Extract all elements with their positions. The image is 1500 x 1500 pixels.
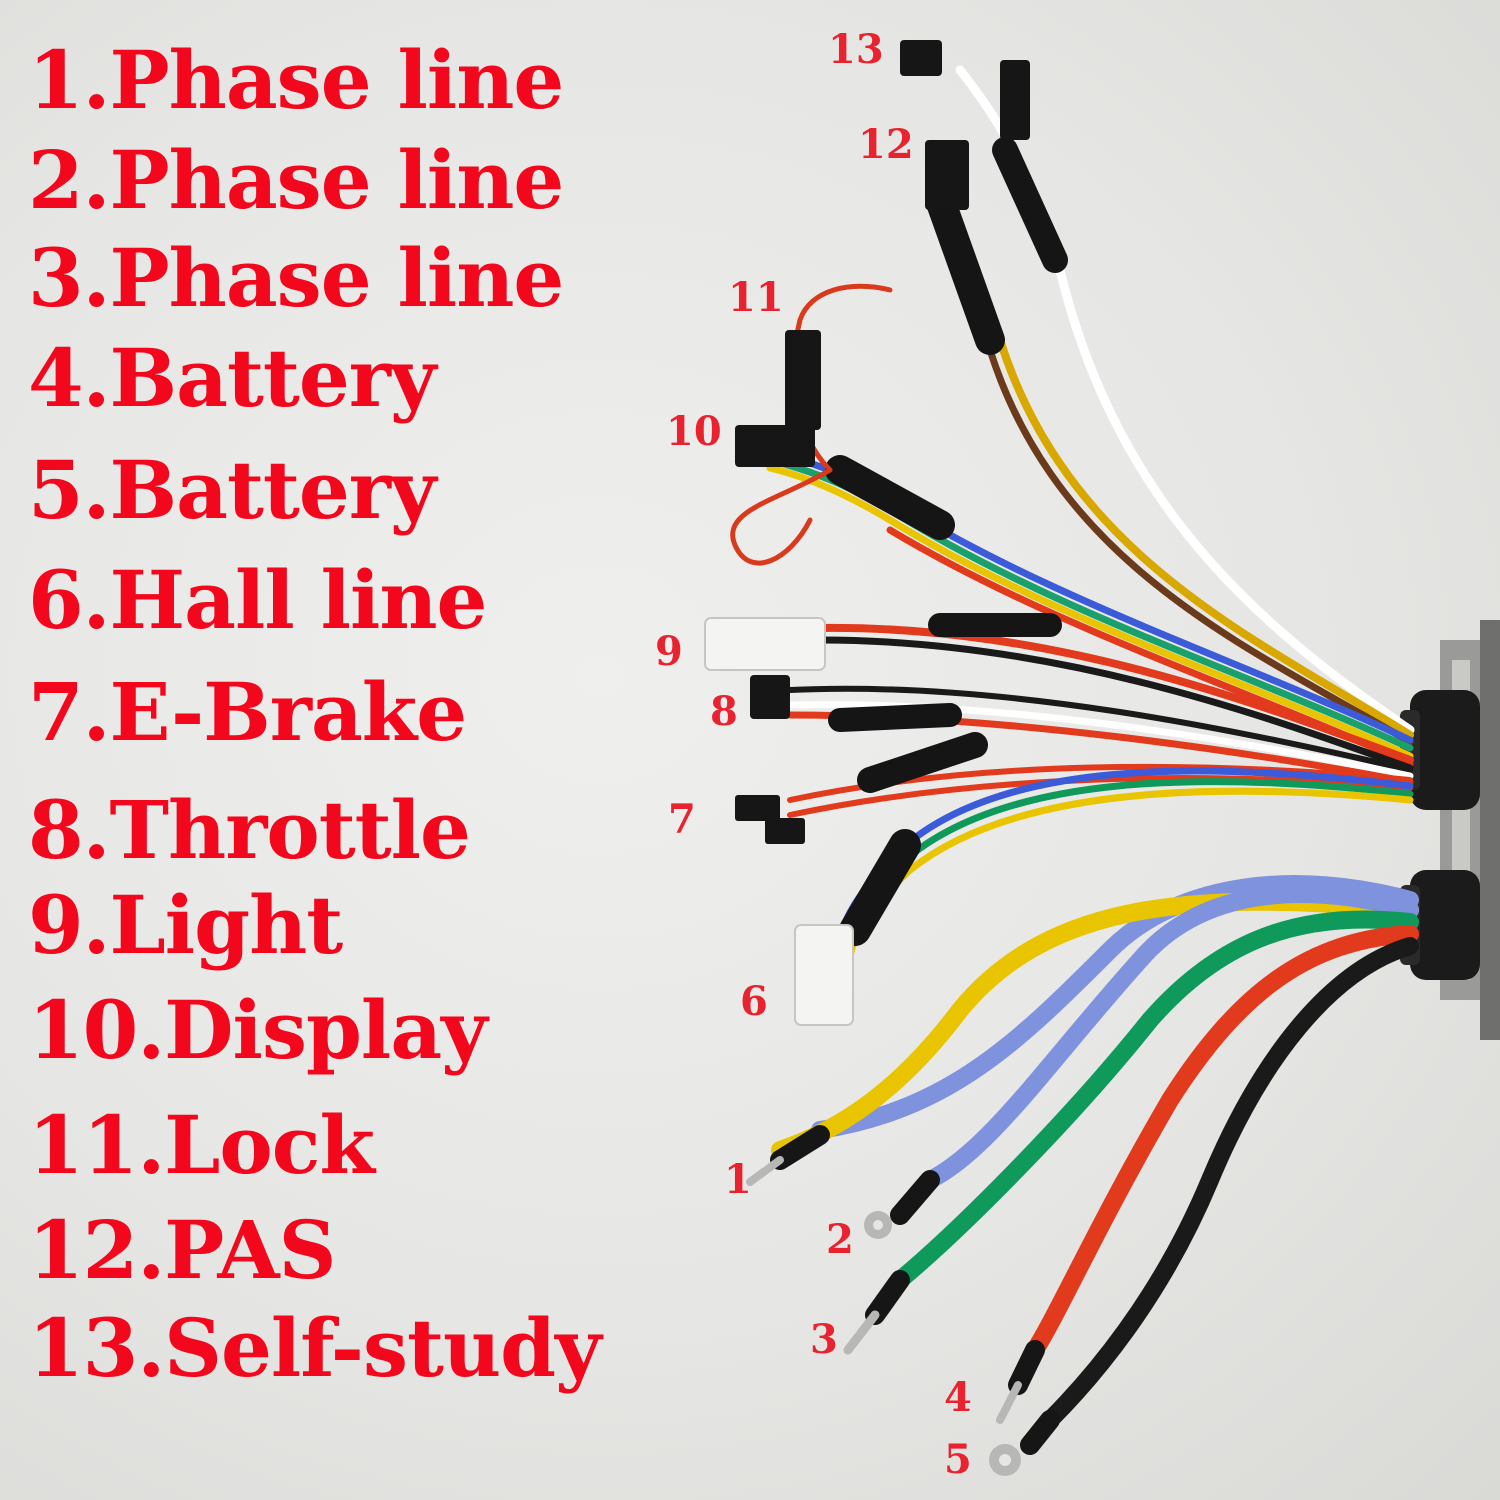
legend-item-5: 5.Battery [28,443,436,537]
callout-1: 1 [724,1156,752,1203]
wire-terminals [746,1125,1060,1476]
callout-9: 9 [655,628,683,675]
connector-lock [785,330,821,430]
legend-item-7: 7.E-Brake [28,665,467,759]
upper-wire-bundle [766,65,1415,968]
legend-item-2: 2.Phase line [28,133,564,227]
callout-6: 6 [740,978,768,1025]
callout-13: 13 [828,26,884,73]
legend-item-12: 12.PAS [28,1203,336,1297]
callout-2: 2 [826,1216,854,1263]
connector-e-brake-1 [735,795,780,821]
legend-item-8: 8.Throttle [28,783,471,877]
connector-light [704,617,826,671]
lower-wire-bundle [771,875,1419,1429]
connector-self-study-2 [1000,60,1030,140]
connector-display [735,425,815,467]
connectors [704,40,1030,1026]
legend-item-4: 4.Battery [28,331,436,425]
legend-item-11: 11.Lock [28,1098,375,1192]
legend-item-9: 9.Light [28,878,343,972]
callout-12: 12 [858,121,914,168]
callout-11: 11 [728,274,784,321]
connector-e-brake-2 [765,818,805,844]
callout-7: 7 [668,796,696,843]
callout-10: 10 [666,408,722,455]
legend-item-6: 6.Hall line [28,553,487,647]
connector-hall [794,924,854,1026]
legend-item-1: 1.Phase line [28,33,564,127]
legend-item-3: 3.Phase line [28,231,564,325]
connector-throttle [750,675,790,719]
legend-item-13: 13.Self-study [28,1301,602,1395]
callout-3: 3 [810,1316,838,1363]
callout-4: 4 [944,1374,972,1421]
heat-shrink-sleeves [825,137,1068,946]
connector-pas [925,140,969,210]
callout-8: 8 [710,688,738,735]
callout-5: 5 [944,1436,972,1483]
connector-self-study [900,40,942,76]
legend-item-10: 10.Display [28,983,488,1077]
